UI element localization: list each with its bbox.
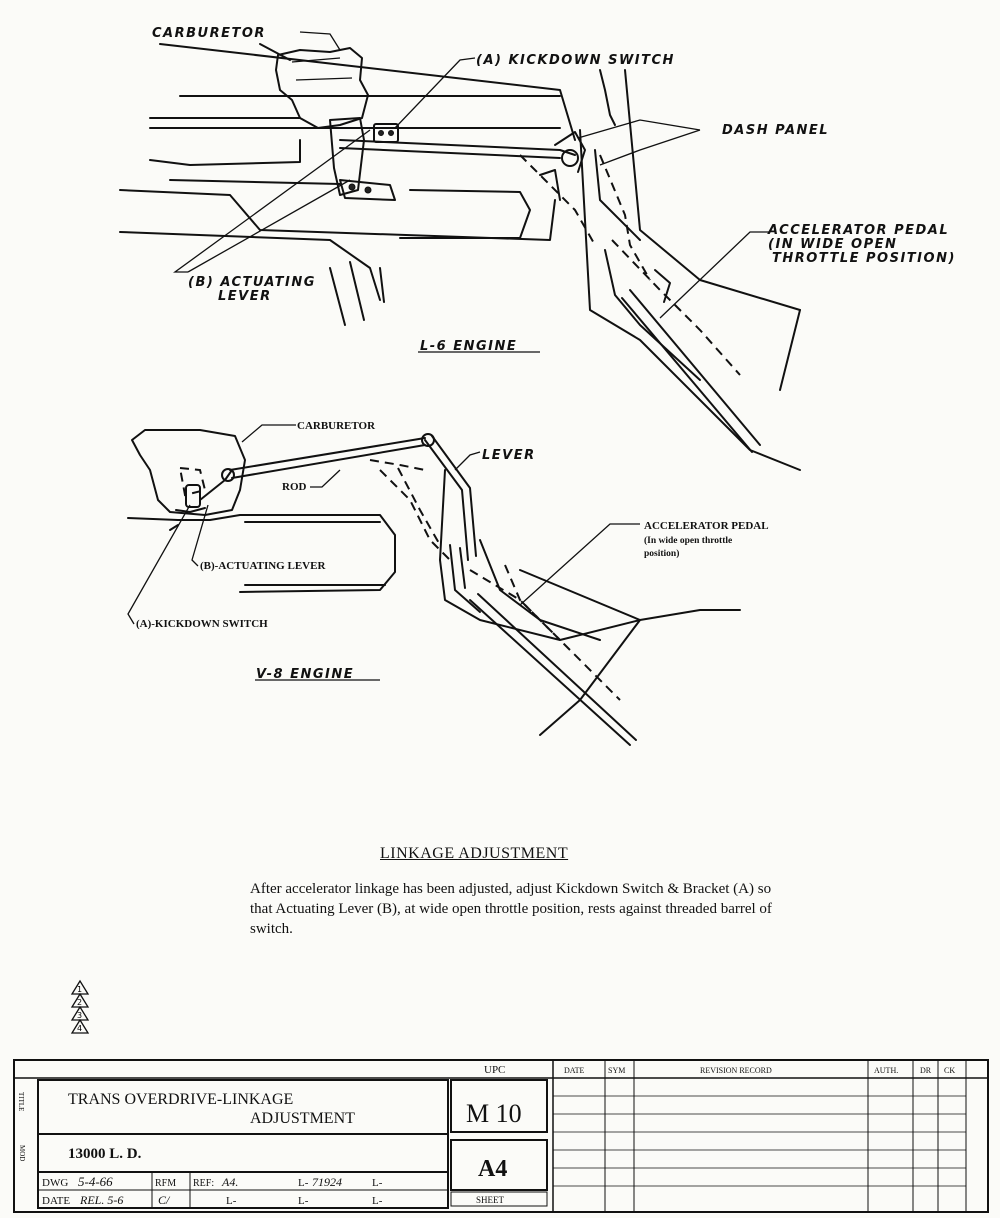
v8-carburetor-label: CARBURETOR bbox=[297, 420, 376, 432]
ref-value: A4. bbox=[221, 1175, 238, 1189]
rev-auth-header: AUTH. bbox=[874, 1066, 898, 1075]
l-ref-3: L- bbox=[226, 1195, 237, 1207]
v8-lever-label: LEVER bbox=[482, 448, 536, 463]
l6-engine-drawing bbox=[119, 31, 801, 471]
revision-mark-1: 1 bbox=[77, 985, 82, 994]
mod-value: 13000 L. D. bbox=[68, 1146, 142, 1162]
l-ref-4: L- bbox=[298, 1195, 309, 1207]
ci-mark: C/ bbox=[158, 1193, 171, 1207]
drawing-title-line-2: ADJUSTMENT bbox=[250, 1110, 355, 1127]
l6-accel-pedal-note-1: (IN WIDE OPEN bbox=[768, 237, 897, 252]
l-ref-1: L- bbox=[298, 1177, 309, 1189]
v8-accel-pedal-label: ACCELERATOR PEDAL bbox=[644, 520, 769, 532]
title-block bbox=[13, 1059, 989, 1213]
l6-actuating-lever-label: (B) ACTUATING bbox=[188, 275, 316, 290]
revision-mark-3: 3 bbox=[77, 1011, 82, 1020]
sheet-label: SHEET bbox=[476, 1195, 505, 1205]
title-tag: TITLE bbox=[17, 1092, 25, 1111]
v8-accel-pedal-note-2: position) bbox=[644, 548, 679, 559]
mod-tag: MOD bbox=[18, 1145, 26, 1161]
rev-dr-header: DR bbox=[920, 1066, 932, 1075]
l6-carburetor-label: CARBURETOR bbox=[152, 26, 266, 41]
l-ref-5: L- bbox=[372, 1195, 383, 1207]
l6-kickdown-switch-label: (A) KICKDOWN SWITCH bbox=[476, 53, 675, 68]
rev-record-header: REVISION RECORD bbox=[700, 1066, 772, 1075]
rfm-label: RFM bbox=[155, 1178, 176, 1189]
l6-dash-panel-label: DASH PANEL bbox=[722, 123, 829, 138]
rev-sym-header: SYM bbox=[608, 1066, 625, 1075]
l6-accel-pedal-note-2: THROTTLE POSITION) bbox=[772, 251, 956, 266]
sheet-code: A4 bbox=[478, 1156, 507, 1182]
rev-date-header: DATE bbox=[564, 1066, 585, 1075]
dwg-label: DWG bbox=[42, 1177, 68, 1189]
revision-mark-2: 2 bbox=[77, 998, 82, 1007]
date-label: DATE bbox=[42, 1195, 70, 1207]
l6-engine-caption: L-6 ENGINE bbox=[420, 339, 517, 354]
v8-actuating-lever-label: (B)-ACTUATING LEVER bbox=[200, 560, 326, 572]
l6-actuating-lever-label-2: LEVER bbox=[218, 289, 272, 304]
revision-mark-4: 4 bbox=[77, 1024, 82, 1033]
v8-accel-pedal-note-1: (In wide open throttle bbox=[644, 535, 732, 546]
revision-marks: 1 2 3 4 bbox=[70, 979, 90, 1034]
l-number: 71924 bbox=[312, 1175, 342, 1189]
v8-rod-label: ROD bbox=[282, 481, 307, 493]
v8-engine-drawing bbox=[127, 424, 741, 746]
linkage-adjustment-title: LINKAGE ADJUSTMENT bbox=[380, 845, 569, 862]
ref-label: REF: bbox=[193, 1178, 214, 1189]
v8-engine-caption: V-8 ENGINE bbox=[256, 667, 354, 682]
l-ref-2: L- bbox=[372, 1177, 383, 1189]
linkage-adjustment-text: After accelerator linkage has been adjus… bbox=[250, 881, 772, 937]
upc-label: UPC bbox=[484, 1064, 505, 1076]
rev-ck-header: CK bbox=[944, 1066, 955, 1075]
drawing-title-line-1: TRANS OVERDRIVE-LINKAGE bbox=[68, 1091, 293, 1108]
date-value: REL. 5-6 bbox=[79, 1193, 123, 1207]
v8-kickdown-switch-label: (A)-KICKDOWN SWITCH bbox=[136, 618, 268, 630]
dwg-value: 5-4-66 bbox=[78, 1174, 113, 1189]
upc-value: M 10 bbox=[466, 1099, 522, 1128]
l6-accel-pedal-label: ACCELERATOR PEDAL bbox=[767, 223, 949, 238]
